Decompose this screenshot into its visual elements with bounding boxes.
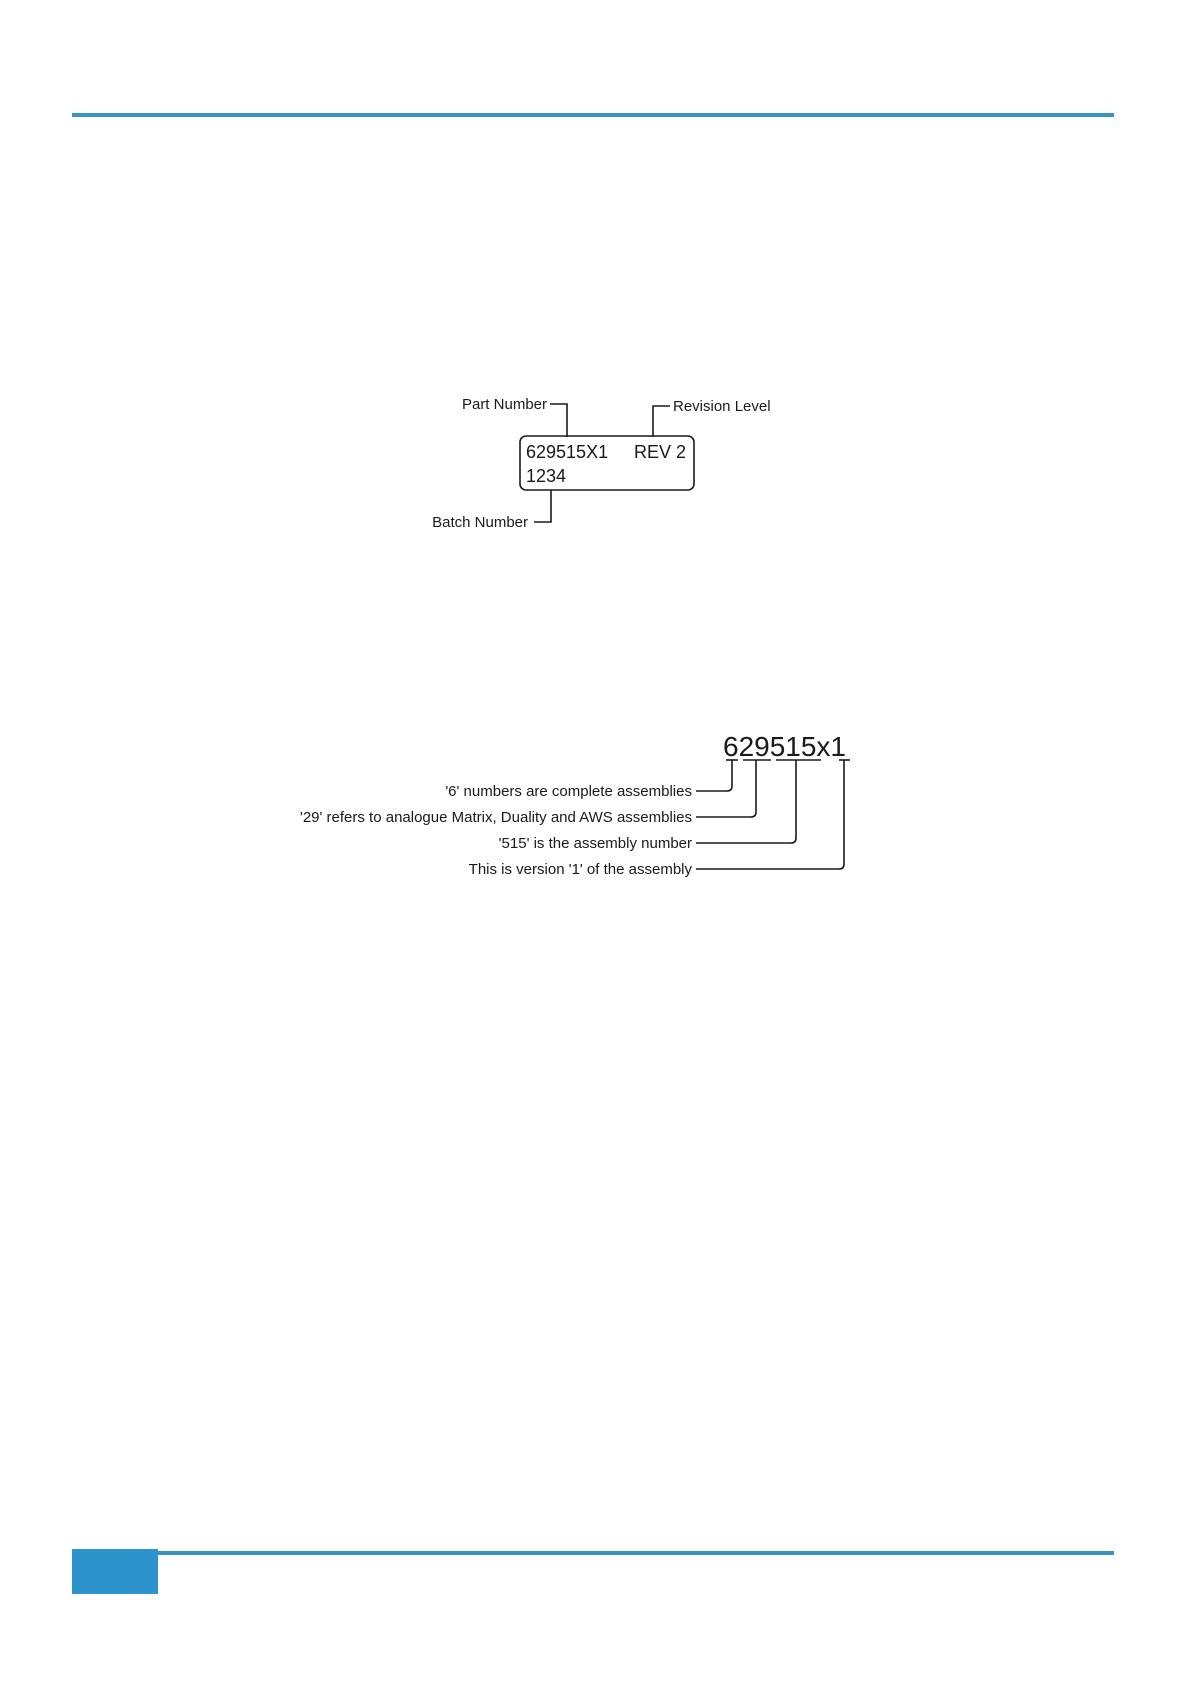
note-6: '6' numbers are complete assemblies bbox=[445, 783, 692, 800]
footer-rule bbox=[72, 1551, 1114, 1555]
breakdown-part-number: 629515x1 bbox=[723, 731, 846, 762]
part-number-leader bbox=[550, 404, 567, 437]
note-version: This is version '1' of the assembly bbox=[469, 861, 693, 878]
note-29: '29' refers to analogue Matrix, Duality … bbox=[300, 809, 692, 826]
batch-number-caption: Batch Number bbox=[432, 514, 528, 531]
revision-level-caption: Revision Level bbox=[673, 398, 771, 415]
leader-6 bbox=[696, 760, 732, 791]
part-number-caption: Part Number bbox=[462, 396, 547, 413]
leader-29 bbox=[696, 760, 756, 817]
leader-version bbox=[696, 760, 844, 869]
page-number-tab bbox=[72, 1549, 158, 1594]
note-515: '515' is the assembly number bbox=[499, 835, 692, 852]
leader-515 bbox=[696, 760, 796, 843]
label-part-text: 629515X1 bbox=[526, 442, 608, 462]
label-rev-text: REV 2 bbox=[634, 442, 686, 462]
label-diagram: 629515X1 REV 2 1234 Part Number Revision… bbox=[432, 396, 770, 531]
batch-number-leader bbox=[534, 490, 551, 522]
revision-level-leader bbox=[653, 406, 670, 437]
breakdown-diagram: 629515x1 '6' numbers are complete assemb… bbox=[300, 731, 850, 878]
label-batch-text: 1234 bbox=[526, 466, 566, 486]
